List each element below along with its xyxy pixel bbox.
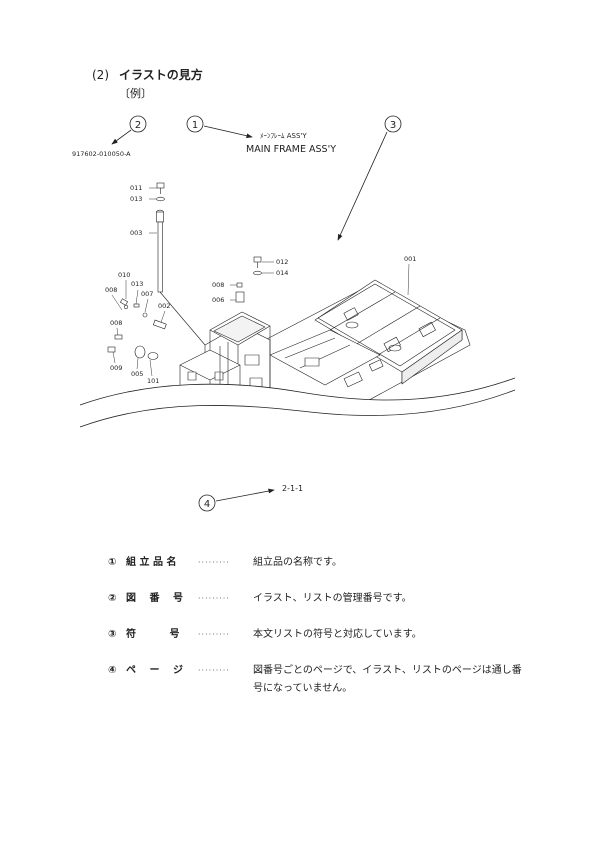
legend-item-2: ② 図 番 号 ········· イラスト、リストの管理番号です。 bbox=[108, 589, 412, 604]
legend-item-4: ④ ペ ー ジ ········· 図番号ごとのページで、イラスト、リストのページは通… bbox=[108, 661, 522, 694]
legend-mark: ③ bbox=[108, 629, 117, 640]
hardware-parts bbox=[107, 182, 262, 360]
part-label-010: 010 bbox=[118, 271, 130, 279]
legend-mark: ① bbox=[108, 557, 117, 568]
legend-item-1: ① 組 立 品 名 ········· 組立品の名称です。 bbox=[108, 553, 342, 568]
break-mask bbox=[80, 378, 515, 440]
legend-description: イラスト、リストの管理番号です。 bbox=[253, 593, 412, 604]
assembly-name: MAIN FRAME ASS'Y bbox=[246, 144, 336, 155]
callout-4-number: 4 bbox=[204, 499, 210, 510]
section-number: (2) bbox=[92, 68, 109, 82]
legend-description: 図番号ごとのページで、イラスト、リストのページは通し番 bbox=[253, 665, 522, 676]
callout-2-number: 2 bbox=[135, 120, 141, 131]
part-label-006: 006 bbox=[212, 296, 224, 304]
part-label-005: 005 bbox=[131, 370, 143, 378]
part-label-011: 011 bbox=[130, 184, 142, 192]
part-label-014: 014 bbox=[276, 269, 288, 277]
part-label-008: 008 bbox=[105, 286, 117, 294]
callout-3: 3 bbox=[337, 115, 402, 241]
part-label-002: 002 bbox=[158, 302, 170, 310]
legend-dots: ········· bbox=[198, 558, 230, 567]
legend-description: 本文リストの符号と対応しています。 bbox=[253, 629, 422, 640]
part-label-013: 013 bbox=[130, 195, 142, 203]
part-labels: 011 013 003 010 013 008 007 002 008 009 … bbox=[105, 184, 416, 385]
part-label-012: 012 bbox=[276, 258, 288, 266]
callout-1: 1 bbox=[186, 115, 253, 139]
part-label-001: 001 bbox=[404, 255, 416, 263]
example-label: 〔例〕 bbox=[119, 87, 152, 100]
legend-item-3: ③ 符 号 ········· 本文リストの符号と対応しています。 bbox=[108, 625, 422, 640]
callout-2: 2 bbox=[111, 115, 147, 145]
legend-term: 組 立 品 名 bbox=[126, 557, 177, 568]
legend-dots: ········· bbox=[198, 666, 230, 675]
legend-mark: ② bbox=[108, 593, 117, 604]
part-label-008c: 008 bbox=[212, 281, 224, 289]
part-label-007: 007 bbox=[141, 290, 153, 298]
callout-3-number: 3 bbox=[390, 120, 396, 131]
assembly-name-kana: ﾒｰﾝﾌﾚｰﾑ ASS'Y bbox=[260, 132, 307, 140]
main-frame bbox=[179, 279, 471, 406]
legend-dots: ········· bbox=[198, 630, 230, 639]
callout-1-number: 1 bbox=[192, 120, 198, 131]
legend-term: ペ ー ジ bbox=[126, 665, 183, 676]
part-label-013b: 013 bbox=[131, 280, 143, 288]
page-reference: 2-1-1 bbox=[282, 484, 303, 493]
leader-lines bbox=[111, 187, 410, 377]
part-label-003: 003 bbox=[130, 229, 142, 237]
break-line-top bbox=[79, 377, 516, 406]
legend-term: 符 号 bbox=[126, 629, 180, 640]
section-title: イラストの見方 bbox=[119, 68, 203, 82]
callout-4: 4 bbox=[198, 488, 275, 512]
part-label-101: 101 bbox=[147, 377, 159, 385]
legend-description: 組立品の名称です。 bbox=[253, 557, 342, 568]
legend-dots: ········· bbox=[198, 594, 230, 603]
drawing-number: 917602-010050-A bbox=[72, 150, 131, 158]
section-heading: (2) イラストの見方 bbox=[92, 66, 203, 83]
break-line-bottom bbox=[79, 389, 516, 428]
legend-term: 図 番 号 bbox=[126, 593, 183, 604]
part-label-008b: 008 bbox=[110, 319, 122, 327]
legend-description-continued: 号になっていません。 bbox=[253, 683, 353, 694]
part-label-009: 009 bbox=[110, 364, 122, 372]
legend-mark: ④ bbox=[108, 665, 117, 676]
